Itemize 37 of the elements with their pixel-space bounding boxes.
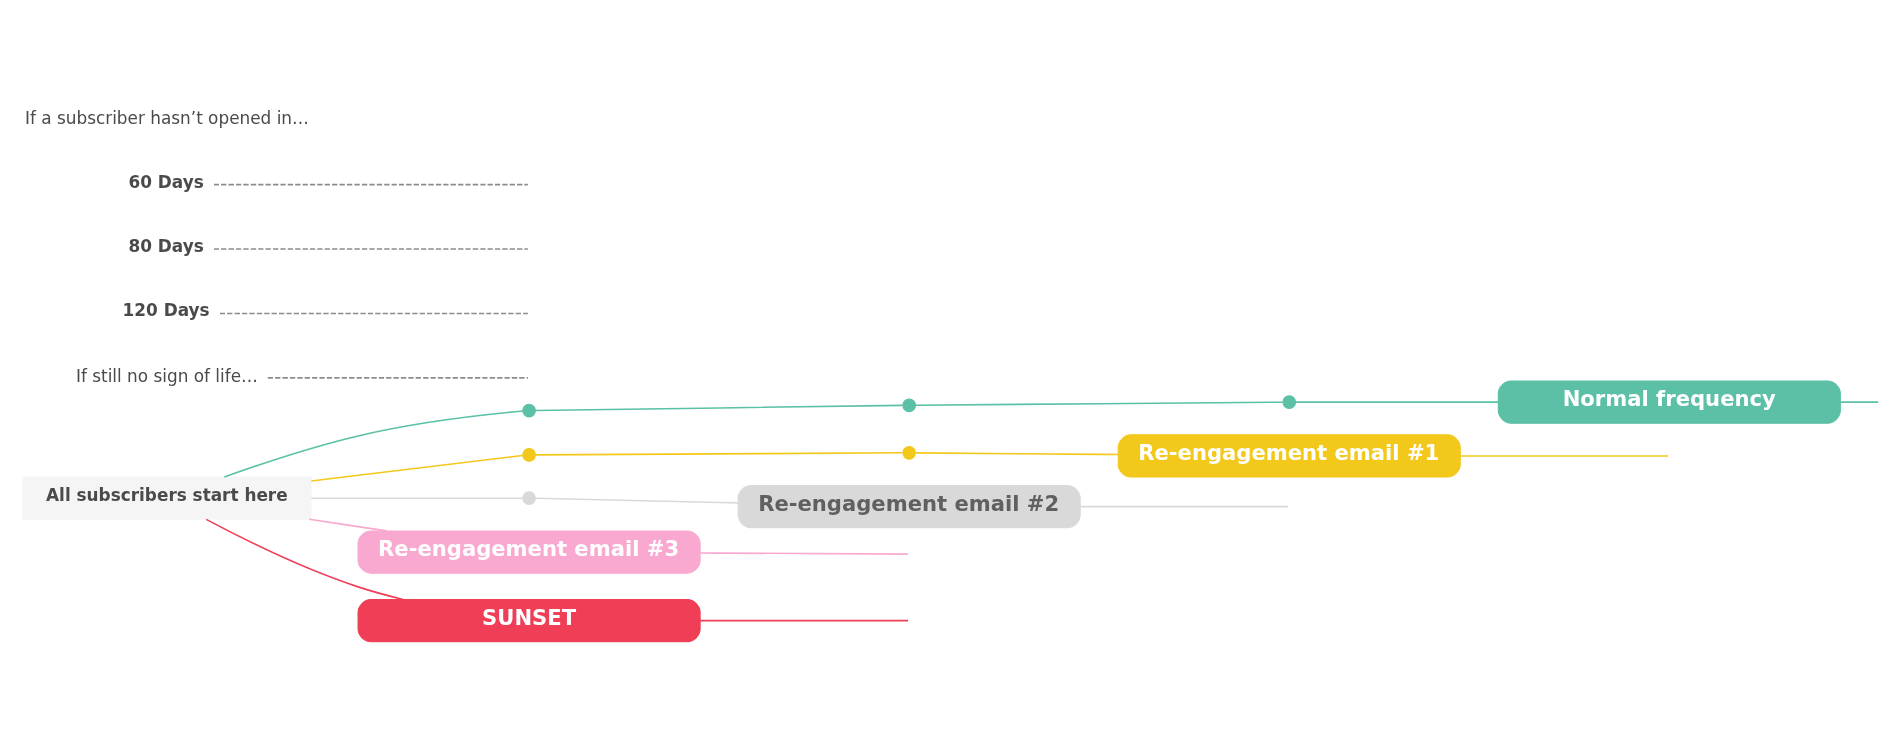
node-box: Re-engagement email #1 (1117, 433, 1461, 478)
connector (914, 400, 1284, 406)
node-box: All subscribers start here (22, 476, 312, 520)
connector (914, 451, 1119, 455)
connector (1079, 505, 1289, 507)
connector (213, 247, 529, 250)
node-text: 60 Days (128, 171, 204, 192)
connector (205, 518, 404, 600)
node-circle (522, 447, 536, 462)
connector (213, 183, 529, 185)
node-text: If still no sign of life… (75, 365, 258, 386)
connector (267, 376, 529, 379)
node-box: SUNSET (357, 598, 701, 642)
node-box: Re-engagement email #3 (357, 529, 701, 574)
connector (699, 619, 909, 621)
node-circle (1282, 394, 1297, 409)
connector (534, 451, 904, 456)
connector (1839, 400, 1879, 403)
connector (699, 551, 909, 555)
node-box: Re-engagement email #2 (737, 484, 1081, 528)
node-circle (902, 445, 917, 460)
node-circle (522, 490, 536, 505)
node-text: 120 Days (122, 299, 210, 320)
connector (310, 496, 524, 499)
connector (308, 518, 388, 532)
connector (219, 312, 529, 314)
connector (534, 404, 904, 411)
connector (223, 409, 524, 478)
connector (1294, 400, 1499, 403)
node-circle (522, 403, 536, 417)
label: If a subscriber hasn’t opened in… (24, 107, 309, 128)
node-circle (902, 397, 917, 412)
connector (1459, 454, 1669, 457)
node-text: 80 Days (128, 235, 204, 256)
node-box: Normal frequency (1497, 379, 1841, 424)
connector (534, 497, 739, 504)
connector (310, 454, 524, 482)
